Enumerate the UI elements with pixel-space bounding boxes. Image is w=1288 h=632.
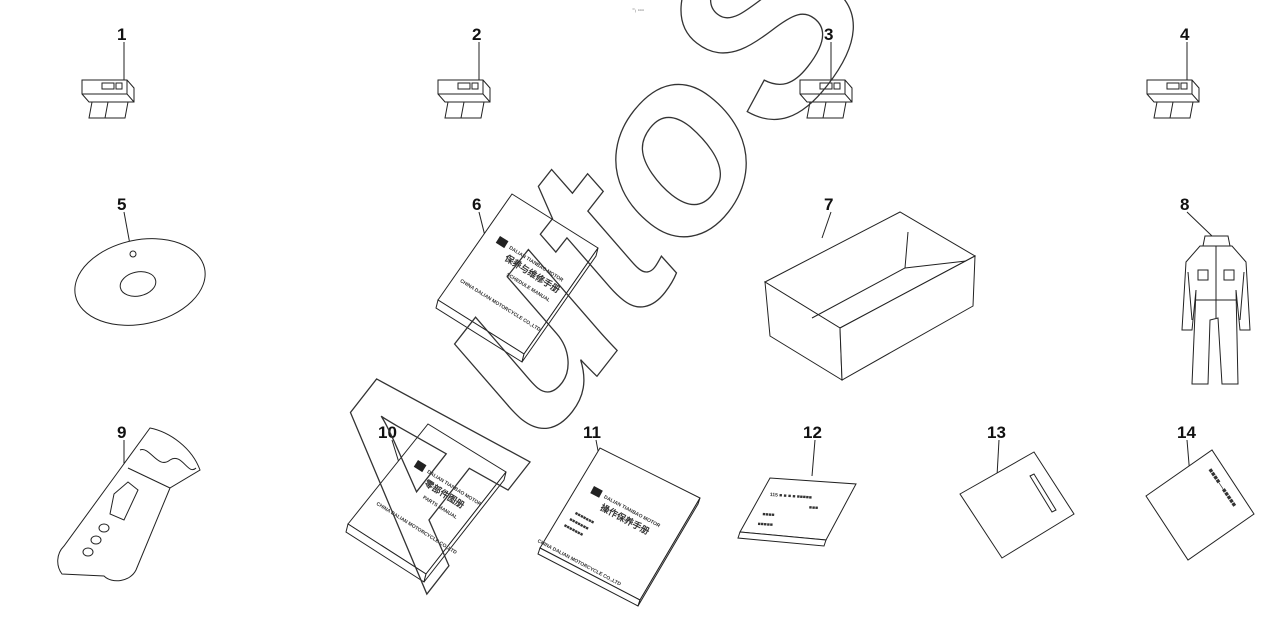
callout-6: 6 xyxy=(472,195,481,214)
part-9-flashlight: 9 xyxy=(57,423,201,582)
svg-text:■■■■: ■■■■ xyxy=(762,512,774,519)
part-5-disc: 5 xyxy=(74,195,206,326)
part-13-card: 13 xyxy=(959,423,1075,559)
callout-2: 2 xyxy=(472,25,481,44)
part-11-manual: DALIAN TIANBAO MOTOR 操作保养手册 ■■■■■■■ ■■■■… xyxy=(536,423,701,607)
part-12-card: 115 ■ ■ ■ ■ ■■■■■ ■■■ ■■■■ ■■■■■ 12 xyxy=(737,423,857,547)
callout-10: 10 xyxy=(378,423,397,442)
callout-9: 9 xyxy=(117,423,126,442)
part-10-manual: DALIAN TIANBAO MOTOR 零部件图册 PARTS MANUAL … xyxy=(345,423,507,583)
part-7-box: 7 xyxy=(763,195,977,381)
callout-8: 8 xyxy=(1180,195,1189,214)
svg-text:115 ■ ■ ■ ■ ■■■■■: 115 ■ ■ ■ ■ ■■■■■ xyxy=(770,492,813,501)
header-mark: ⁼ᵢ ▫▫▫ xyxy=(632,8,644,14)
callout-12: 12 xyxy=(803,423,822,442)
callout-4: 4 xyxy=(1180,25,1190,44)
callout-14: 14 xyxy=(1177,423,1196,442)
part-4-fuse: 4 xyxy=(1146,25,1200,119)
part-2-fuse: 2 xyxy=(437,25,491,119)
part-1-fuse: 1 xyxy=(81,25,135,119)
svg-text:■■■: ■■■ xyxy=(809,505,818,512)
callout-1: 1 xyxy=(117,25,126,44)
part-6-manual: DALIAN TIANBAO MOTOR 保养与维修手册 SCHEDULE MA… xyxy=(435,193,599,363)
callout-3: 3 xyxy=(824,25,833,44)
callout-5: 5 xyxy=(117,195,126,214)
part-3-fuse: 3 xyxy=(799,25,853,119)
callout-11: 11 xyxy=(583,423,601,442)
callout-7: 7 xyxy=(824,195,833,214)
svg-text:■■■■■: ■■■■■ xyxy=(758,521,773,528)
part-8-coverall: 8 xyxy=(1180,195,1251,385)
callout-13: 13 xyxy=(987,423,1006,442)
part-14-card: ■■■■—■■■■■ 14 xyxy=(1145,423,1255,561)
